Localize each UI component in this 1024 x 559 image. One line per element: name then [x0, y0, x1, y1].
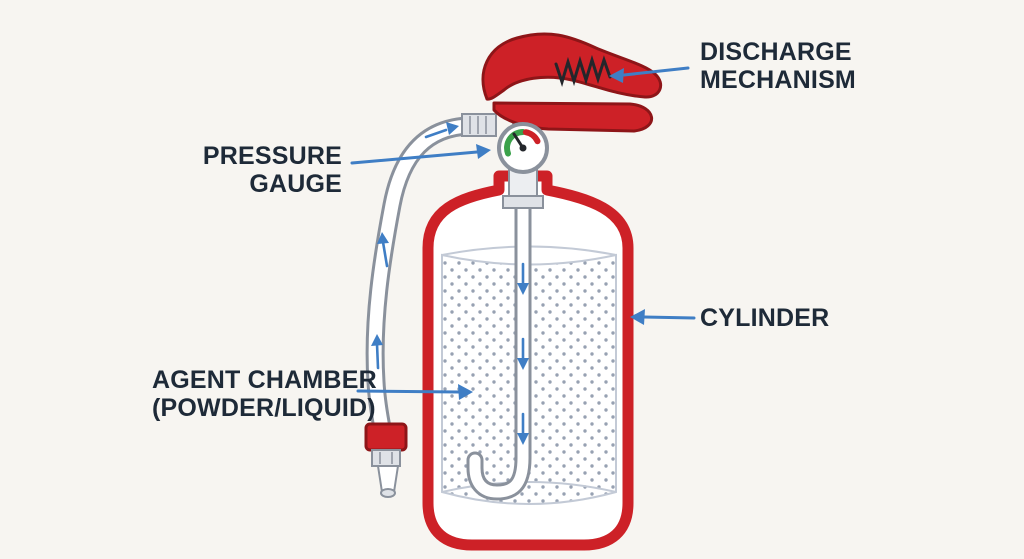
label-arrow-agent-chamber	[356, 384, 473, 400]
pressure-gauge	[497, 122, 549, 174]
label-cylinder-line1: CYLINDER	[700, 304, 830, 332]
hose-coupling	[461, 113, 497, 137]
nozzle	[364, 422, 408, 498]
label-pressure-line2: GAUGE	[249, 170, 342, 198]
label-discharge-line2: MECHANISM	[700, 66, 856, 94]
label-agent-line2: (POWDER/LIQUID)	[152, 394, 376, 422]
label-cylinder: CYLINDER	[700, 304, 829, 332]
label-arrow-pressure-gauge	[350, 144, 491, 165]
discharge-mechanism	[481, 32, 663, 133]
hose-flow-arrows	[371, 122, 459, 370]
label-pressure-gauge: PRESSURE GAUGE	[170, 142, 342, 198]
gauge-green-zone	[504, 129, 526, 157]
label-agent-line1: AGENT CHAMBER	[152, 366, 377, 394]
gauge-hub	[519, 144, 527, 152]
upper-lever	[481, 32, 663, 101]
label-pressure-line1: PRESSURE	[202, 142, 342, 170]
nozzle-band	[364, 422, 408, 452]
fire-extinguisher-illustration	[350, 32, 696, 551]
dip-tube-flow-arrows	[517, 262, 529, 445]
label-arrow-cylinder	[630, 309, 696, 325]
lower-lever	[492, 101, 654, 133]
label-agent-chamber: AGENT CHAMBER (POWDER/LIQUID)	[152, 366, 377, 422]
gauge-red-zone	[522, 129, 541, 145]
label-discharge-mechanism: DISCHARGE MECHANISM	[700, 38, 856, 94]
label-discharge-line1: DISCHARGE	[700, 38, 852, 66]
discharge-hose	[365, 116, 478, 438]
handle-spring	[554, 54, 612, 87]
nozzle-fitting	[371, 449, 401, 467]
label-arrow-discharge-mechanism	[609, 66, 690, 83]
dip-tube	[466, 187, 532, 501]
